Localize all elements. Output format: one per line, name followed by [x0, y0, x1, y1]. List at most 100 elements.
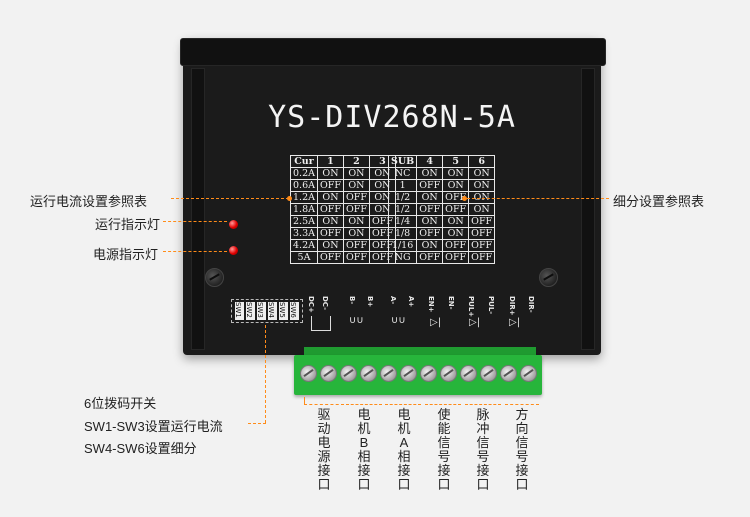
terminal-label-1: DC+ [307, 296, 315, 313]
port-label-pulse: 脉冲信号接口 [476, 407, 490, 492]
table-cell: ON [316, 239, 344, 252]
table-cell: OFF [442, 239, 470, 252]
table-header-cell: Cur [290, 155, 318, 168]
port-bracket-4 [425, 404, 461, 405]
terminal-screw-8[interactable] [440, 365, 457, 382]
terminal-screw-4[interactable] [360, 365, 377, 382]
model-title: YS-DIV268N-5A [268, 100, 516, 135]
table-cell: OFF [316, 251, 344, 264]
table-cell: OFF [342, 191, 370, 204]
power-led [229, 246, 238, 255]
terminal-screw-6[interactable] [400, 365, 417, 382]
left-heatsink-fin [191, 68, 205, 350]
table-cell: 1/16 [387, 239, 418, 252]
table-cell: OFF [416, 227, 444, 240]
table-header-cell: SUB [387, 155, 418, 168]
left-screw [205, 268, 224, 287]
terminal-label-8: EN- [447, 296, 455, 310]
table-cell: 5A [290, 251, 318, 264]
terminal-screw-10[interactable] [480, 365, 497, 382]
table-cell: ON [342, 167, 370, 180]
table-cell: OFF [416, 179, 444, 192]
current-table-callout-dot [287, 196, 292, 201]
subdivision-table-callout: 细分设置参照表 [613, 194, 705, 209]
terminal-label-9: PUL+ [467, 296, 475, 318]
table-cell: 1/2 [387, 203, 418, 216]
table-cell: ON [416, 191, 444, 204]
terminal-label-12: DIR- [527, 296, 535, 313]
terminal-screw-9[interactable] [460, 365, 477, 382]
en-optocoupler-symbol: ▷| [430, 317, 442, 328]
dip-label-3: SW3 [256, 302, 264, 318]
table-cell: ON [342, 179, 370, 192]
table-cell: ON [342, 227, 370, 240]
table-cell: NC [387, 167, 418, 180]
table-cell: ON [442, 227, 470, 240]
table-cell: 1 [387, 179, 418, 192]
terminal-label-2: DC- [321, 296, 329, 311]
terminal-screw-3[interactable] [340, 365, 357, 382]
table-cell: ON [468, 203, 496, 216]
dip-label-6: SW6 [289, 302, 297, 318]
table-header-cell: 1 [316, 155, 344, 168]
terminal-screw-1[interactable] [300, 365, 317, 382]
table-cell: 1/8 [387, 227, 418, 240]
table-cell: ON [442, 179, 470, 192]
table-cell: ON [468, 167, 496, 180]
table-cell: 4.2A [290, 239, 318, 252]
terminal-label-10: PUL- [487, 296, 495, 315]
table-cell: 1.2A [290, 191, 318, 204]
port-bracket-1 [304, 404, 344, 405]
table-cell: ON [416, 167, 444, 180]
terminal-screw-5[interactable] [380, 365, 397, 382]
dip-callout-2: SW1-SW3设置运行电流 [84, 419, 223, 434]
terminal-labels: DC+DC-B-B+A-A+EN+EN-PUL+PUL-DIR+DIR- [183, 296, 601, 326]
dip-callout-1: 6位拨码开关 [84, 396, 157, 411]
table-cell: ON [316, 191, 344, 204]
dip-label-1: SW1 [234, 302, 242, 318]
table-cell: ON [342, 215, 370, 228]
table-cell: OFF [316, 203, 344, 216]
dip-label-4: SW4 [267, 302, 275, 318]
terminal-screw-11[interactable] [500, 365, 517, 382]
dip-callout-line-v [265, 325, 266, 423]
table-cell: 0.2A [290, 167, 318, 180]
table-header-cell: 2 [342, 155, 370, 168]
table-cell: 0.6A [290, 179, 318, 192]
run-led-callout-line [163, 221, 227, 222]
table-cell: ON [316, 215, 344, 228]
terminal-screw-7[interactable] [420, 365, 437, 382]
port-bracket-3 [385, 404, 421, 405]
dip-label-2: SW2 [245, 302, 253, 318]
terminal-screw-2[interactable] [320, 365, 337, 382]
table-header-cell: 6 [468, 155, 496, 168]
table-header-cell: 4 [416, 155, 444, 168]
table-cell: 1/4 [387, 215, 418, 228]
table-cell: OFF [316, 227, 344, 240]
dip-callout-line-h [248, 423, 266, 424]
pul-optocoupler-symbol: ▷| [469, 317, 481, 328]
table-cell: 1.8A [290, 203, 318, 216]
port-bracket-2 [346, 404, 382, 405]
terminal-screw-12[interactable] [520, 365, 537, 382]
port-label-motor-a: 电机A相接口 [397, 407, 411, 492]
terminal-label-4: B+ [366, 296, 374, 308]
terminal-label-11: DIR+ [508, 296, 516, 316]
table-cell: ON [442, 215, 470, 228]
port-bracket-6 [505, 404, 539, 405]
